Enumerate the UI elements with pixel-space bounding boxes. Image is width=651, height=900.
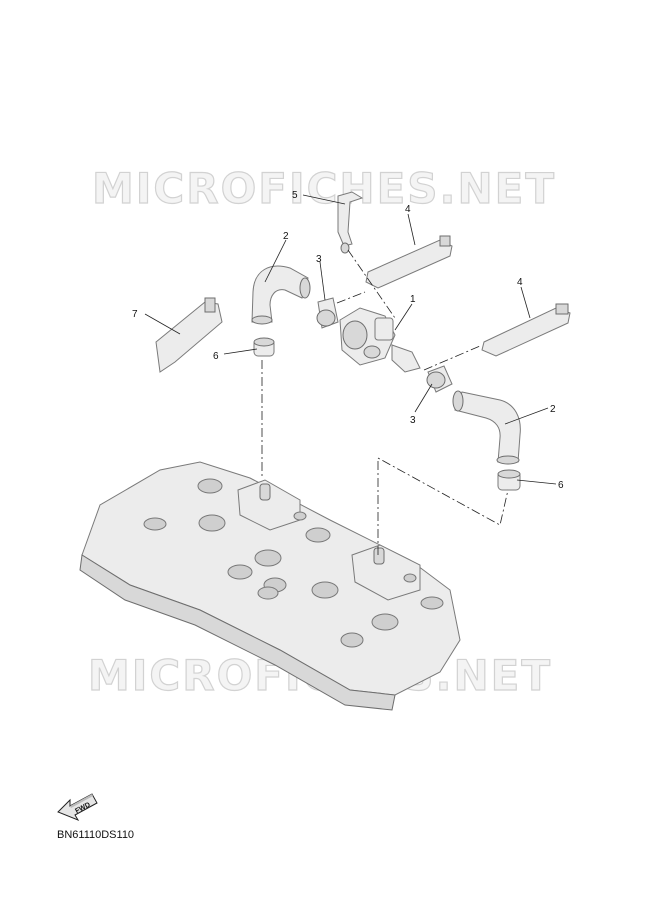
hose-joint-lower bbox=[426, 365, 453, 393]
callout-2-upper: 2 bbox=[283, 231, 289, 242]
assembly-line-right bbox=[377, 457, 509, 555]
callout-7: 7 bbox=[132, 309, 138, 320]
bracket-lower bbox=[481, 303, 571, 357]
diagram-code: BN61110DS110 bbox=[57, 829, 135, 841]
bracket-side bbox=[155, 297, 223, 373]
callout-5: 5 bbox=[292, 190, 298, 201]
callout-3-upper: 3 bbox=[316, 254, 322, 265]
assembly-line-valve bbox=[423, 345, 481, 371]
bracket-upper bbox=[365, 235, 453, 289]
callout-2-lower: 2 bbox=[550, 404, 556, 415]
assembly-line-joint bbox=[336, 291, 366, 304]
watermark-top: MICROFICHES.NET bbox=[92, 164, 556, 213]
air-cut-valve bbox=[339, 307, 421, 373]
fwd-arrow-icon: FWD bbox=[57, 793, 98, 822]
callout-6-left: 6 bbox=[213, 351, 219, 362]
hose-joint-upper bbox=[316, 297, 339, 329]
callout-6-right: 6 bbox=[558, 480, 564, 491]
leader-lines bbox=[144, 194, 557, 485]
clamp-right bbox=[497, 469, 521, 491]
clamp-left bbox=[253, 337, 275, 357]
callout-1: 1 bbox=[410, 294, 416, 305]
hose-left bbox=[251, 265, 311, 325]
callout-3-lower: 3 bbox=[410, 415, 416, 426]
assembly-line-stay bbox=[347, 249, 396, 319]
cylinder-head-cover bbox=[79, 461, 461, 711]
hose-right bbox=[452, 390, 521, 465]
stay bbox=[337, 191, 364, 254]
callout-4-lower: 4 bbox=[517, 277, 523, 288]
callout-4-upper: 4 bbox=[405, 204, 411, 215]
